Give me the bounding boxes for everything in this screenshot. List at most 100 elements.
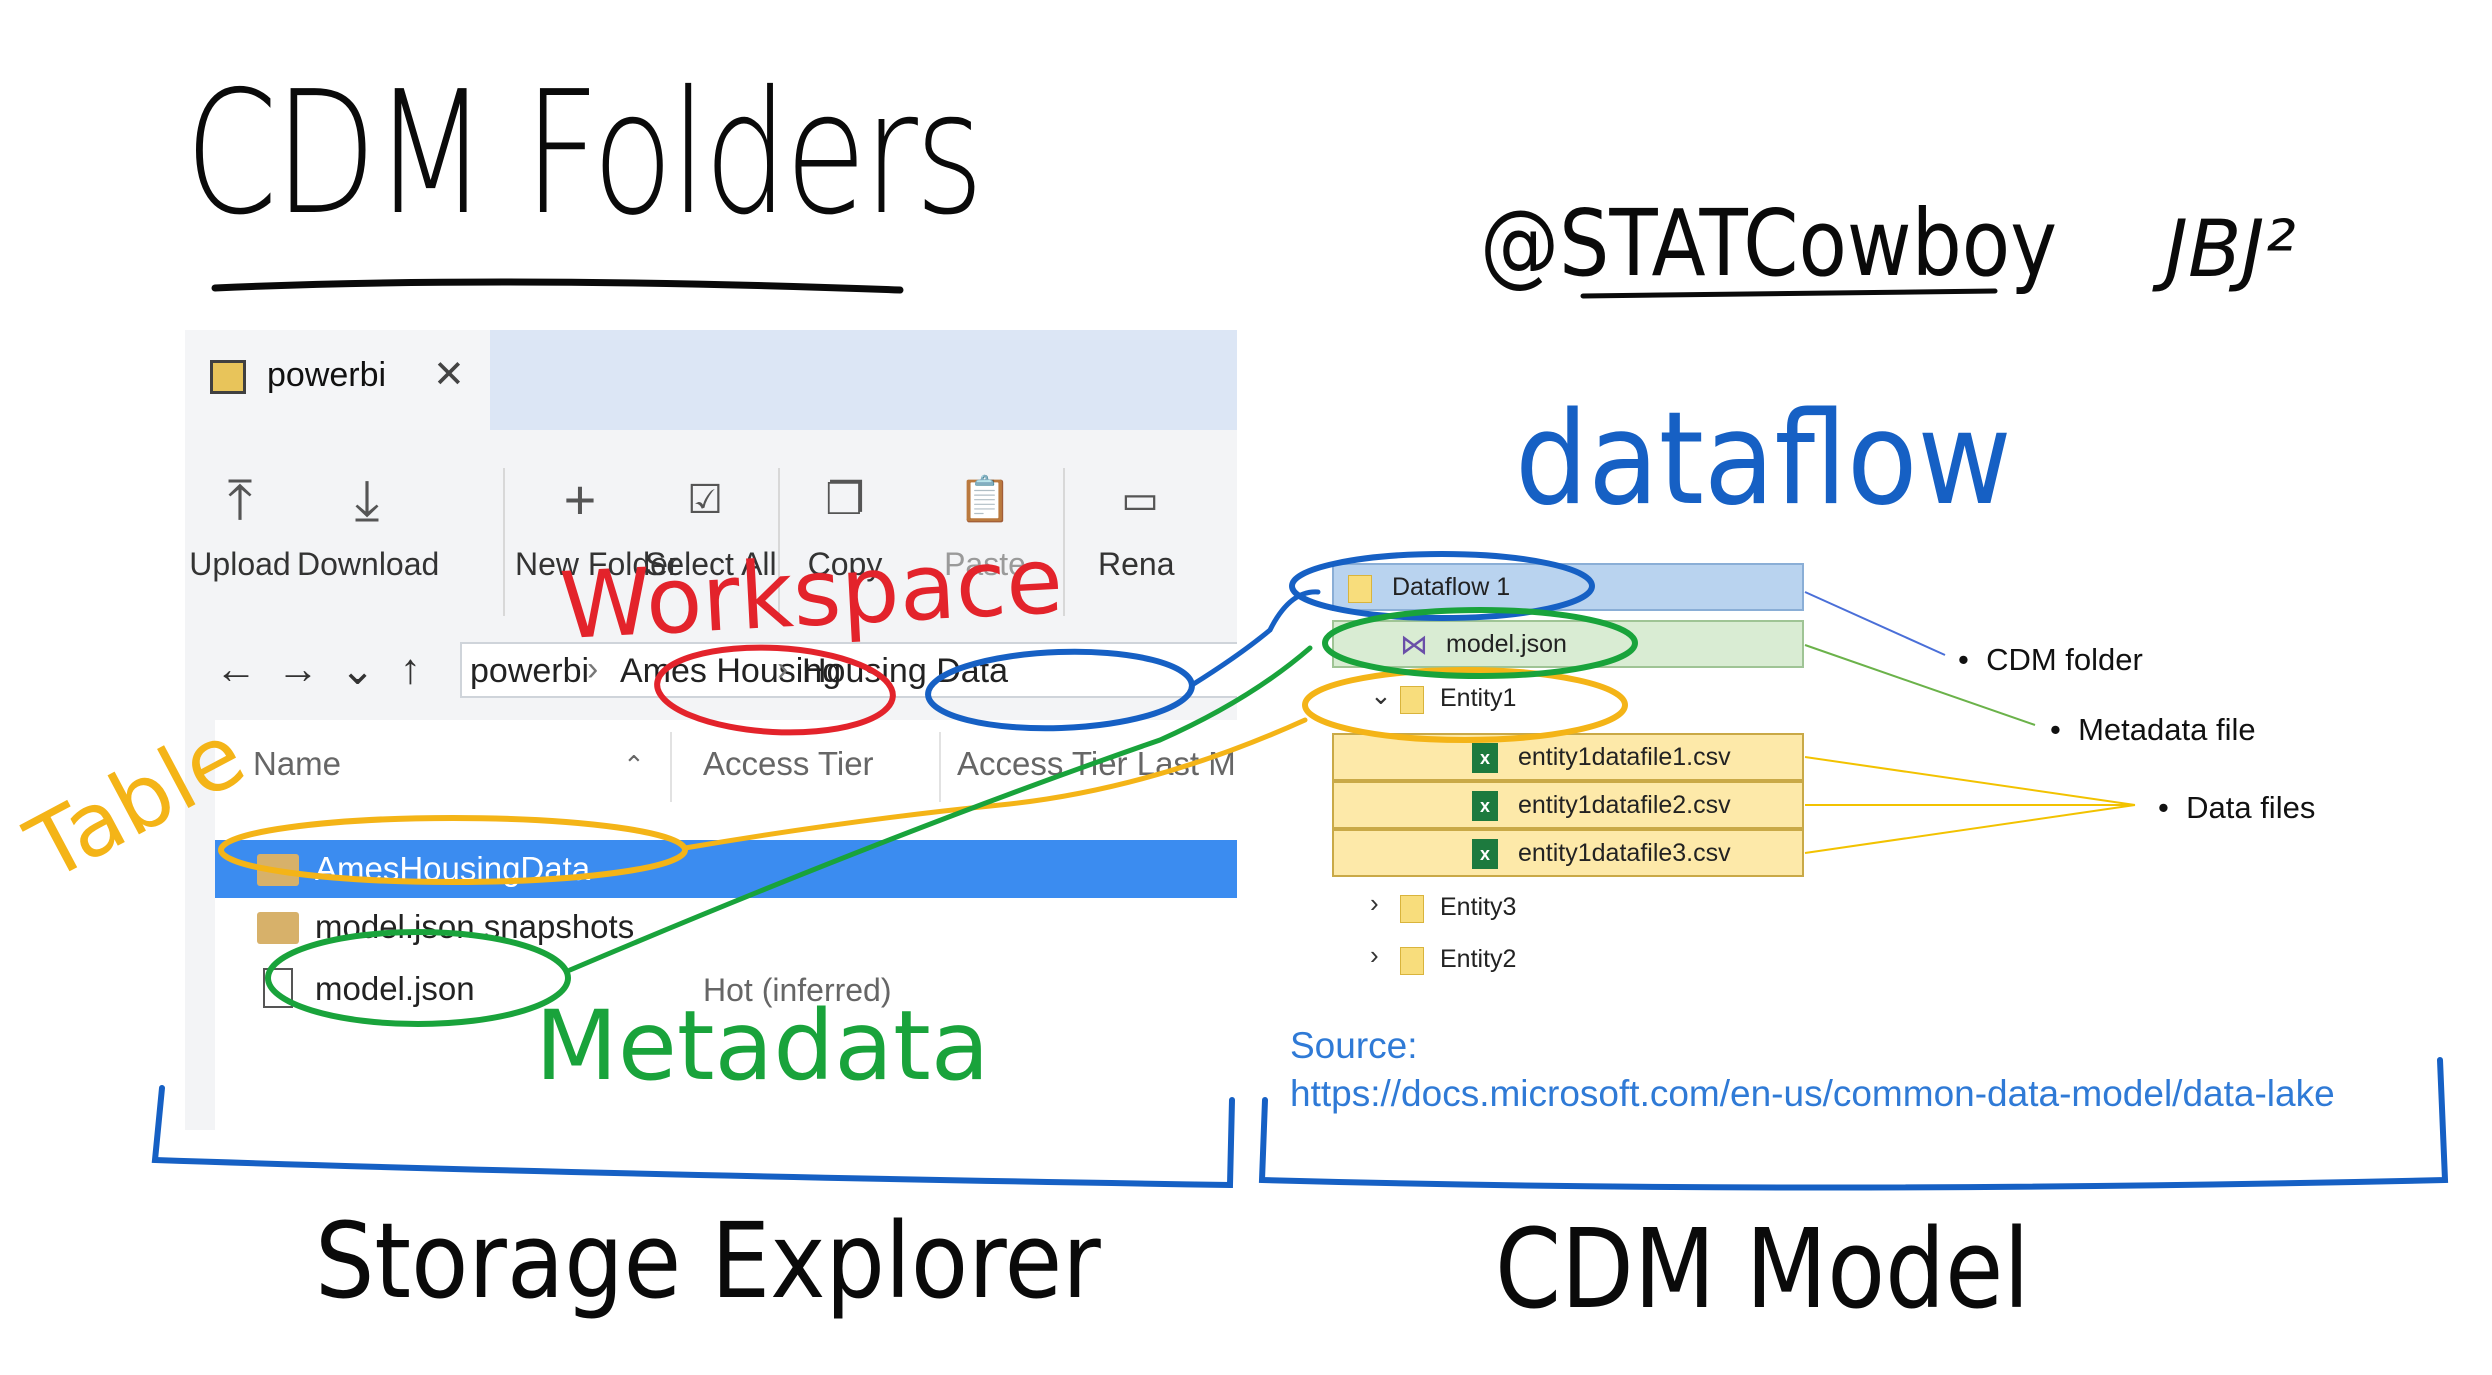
breadcrumb-item[interactable]: powerbi [470, 652, 590, 690]
entity2-label: Entity2 [1440, 945, 1517, 973]
table-row[interactable]: model.json Hot (inferred) [215, 960, 1237, 1018]
legend-arrow [1804, 591, 1946, 656]
select-all-label: Select All [645, 546, 777, 582]
legend-label: Metadata file [2078, 712, 2256, 747]
folder-icon [1400, 947, 1424, 975]
upload-button[interactable]: ⤒ Upload [185, 430, 295, 620]
entity-circle [1302, 667, 1628, 743]
storage-explorer-caption: Storage Explorer [315, 1200, 1101, 1322]
table-circle [218, 815, 688, 885]
download-button[interactable]: ⤓ Download [297, 430, 439, 620]
dataflow-label: Dataflow 1 [1392, 573, 1511, 601]
handle-underline [1580, 288, 1998, 299]
chevron-right-icon[interactable]: › [1370, 940, 1379, 970]
paste-label: Paste [944, 546, 1026, 582]
tree-node-entity3[interactable]: Entity3 [1400, 885, 1700, 933]
tree-node-entity2[interactable]: Entity2 [1400, 937, 1700, 985]
select-all-icon: ☑ [687, 478, 723, 522]
model-node-circle [1322, 607, 1638, 679]
paste-button[interactable]: 📋 Paste [930, 430, 1040, 620]
column-divider [939, 732, 941, 802]
chevron-right-icon[interactable]: › [1370, 888, 1379, 918]
dataflow-connector [1189, 589, 1321, 688]
entity1-label: Entity1 [1440, 684, 1517, 712]
excel-file-icon: x [1472, 791, 1498, 821]
folder-icon [1400, 686, 1424, 714]
folder-icon [257, 912, 299, 944]
table-connector [682, 717, 1308, 851]
source-label: Source: [1290, 1025, 1418, 1066]
dataflow-node-circle [1289, 551, 1595, 621]
copy-label: Copy [807, 546, 883, 582]
legend-arrow [1804, 756, 2136, 854]
rename-icon: ▭ [1121, 478, 1159, 522]
data-file-label: entity1datafile2.csv [1518, 791, 1731, 819]
new-folder-icon: + [563, 468, 597, 531]
folder-icon [1400, 895, 1424, 923]
tree-node-model-json[interactable]: ⋈ model.json [1332, 620, 1804, 668]
model-json-label: model.json [1446, 630, 1567, 658]
sort-ascending-icon[interactable]: ⌃ [623, 750, 645, 780]
row-access-tier: Hot (inferred) [703, 972, 892, 1008]
metadata-circle [265, 929, 571, 1027]
close-icon[interactable]: ✕ [433, 354, 465, 396]
storage-explorer-window: powerbi ✕ ⤒ Upload ⤓ Download + New Fold… [185, 330, 1237, 1130]
data-file-label: entity1datafile3.csv [1518, 839, 1731, 867]
back-arrow-icon[interactable]: ← [215, 645, 257, 692]
author-signature: JBJ² [2165, 205, 2296, 295]
toolbar-divider [778, 468, 780, 616]
up-arrow-icon[interactable]: ↑ [400, 645, 421, 692]
storage-container-icon [210, 360, 246, 394]
legend-cdm-folder: • CDM folder [1958, 642, 2143, 677]
chevron-down-icon[interactable]: ⌄ [1370, 680, 1392, 710]
forward-arrow-icon[interactable]: → [277, 645, 319, 692]
chevron-right-icon: › [777, 650, 789, 688]
address-bar: ← → ⌄ ↑ powerbi › Ames Housing › Housing… [185, 620, 1237, 720]
tab-label: powerbi [267, 356, 387, 394]
column-divider [670, 732, 672, 802]
upload-label: Upload [189, 546, 291, 582]
tab-bar: powerbi ✕ [185, 330, 1237, 433]
workspace-circle [654, 644, 896, 736]
chevron-down-icon[interactable]: ⌄ [340, 646, 376, 693]
rename-button[interactable]: ▭ Rena [1090, 430, 1190, 620]
source-link[interactable]: https://docs.microsoft.com/en-us/common-… [1290, 1073, 2335, 1114]
copy-icon: ❐ [825, 475, 865, 524]
chevron-right-icon: › [587, 650, 599, 688]
cdm-model-caption: CDM Model [1495, 1205, 2030, 1333]
tree-node-data-file[interactable]: x entity1datafile3.csv [1332, 829, 1804, 877]
visual-studio-icon: ⋈ [1400, 629, 1428, 660]
row-name: model.json [315, 970, 475, 1007]
author-handle: @STATCowboy [1480, 190, 2058, 297]
select-all-button[interactable]: ☑ Select All [645, 430, 777, 620]
column-header-access-tier[interactable]: Access Tier [703, 745, 874, 782]
cdm-model-tree: Dataflow 1 ⋈ model.json ⌄ Entity1 x enti… [1290, 540, 2440, 1140]
row-name: model.json.snapshots [315, 908, 635, 945]
legend-data-files: • Data files [2158, 790, 2316, 825]
table-row[interactable]: model.json.snapshots [215, 898, 1237, 956]
legend-metadata-file: • Metadata file [2050, 712, 2256, 747]
entity3-label: Entity3 [1440, 893, 1517, 921]
legend-arrow [1804, 644, 2036, 726]
dataflow-annotation: dataflow [1515, 385, 2012, 534]
metadata-annotation: Metadata [535, 990, 990, 1102]
download-icon: ⤓ [354, 468, 380, 531]
toolbar: ⤒ Upload ⤓ Download + New Folder ☑ Selec… [185, 430, 1237, 621]
cdm-model-bracket [1258, 1057, 2449, 1191]
tree-node-data-file[interactable]: x entity1datafile2.csv [1332, 781, 1804, 829]
page-title: CDM Folders [185, 55, 984, 253]
legend-label: CDM folder [1986, 642, 2143, 677]
excel-file-icon: x [1472, 839, 1498, 869]
toolbar-divider [503, 468, 505, 616]
legend-label: Data files [2186, 790, 2316, 825]
data-file-label: entity1datafile1.csv [1518, 743, 1731, 771]
copy-button[interactable]: ❐ Copy [785, 430, 905, 620]
paste-icon: 📋 [957, 475, 1013, 524]
toolbar-divider [1063, 468, 1065, 616]
storage-explorer-bracket [151, 1085, 1235, 1189]
tree-node-entity1[interactable]: Entity1 [1400, 676, 1700, 724]
column-header-name[interactable]: Name [253, 745, 342, 782]
upload-icon: ⤒ [227, 468, 253, 531]
excel-file-icon: x [1472, 743, 1498, 773]
